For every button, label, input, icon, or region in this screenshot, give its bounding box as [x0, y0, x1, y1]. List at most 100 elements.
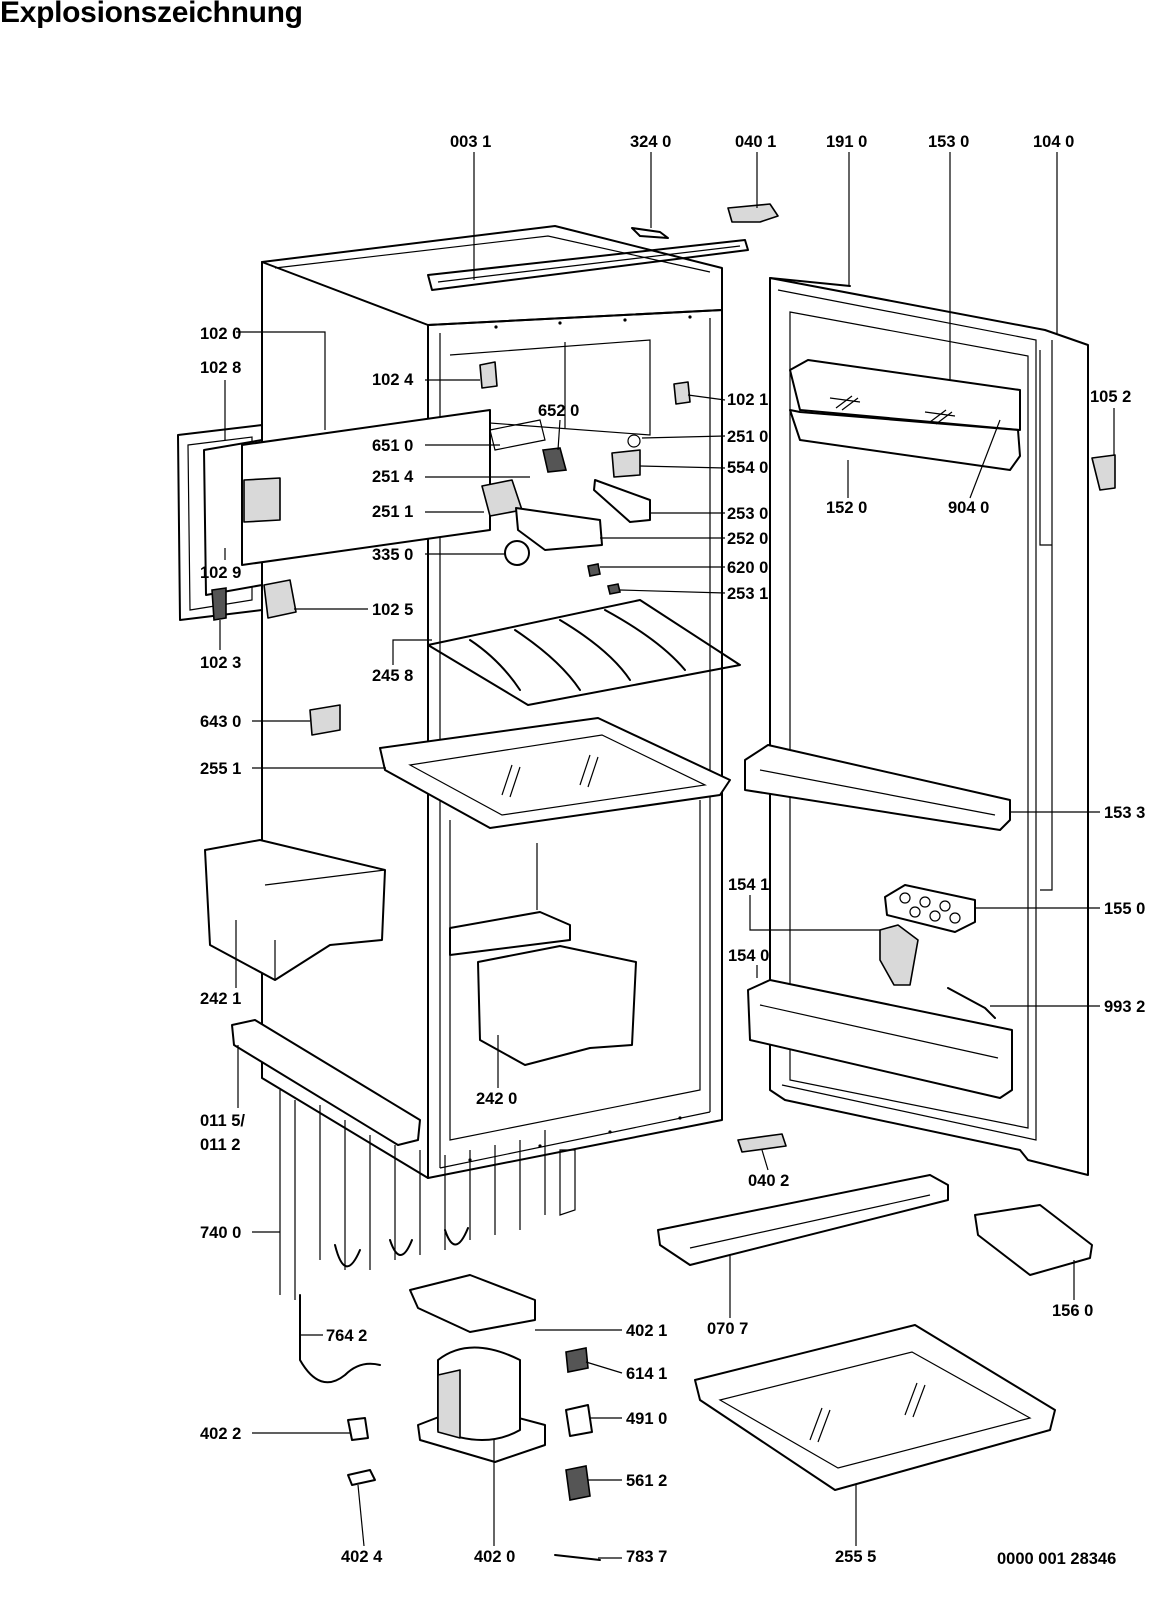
label-255-5: 255 5 — [835, 1548, 876, 1566]
label-155-0: 155 0 — [1104, 900, 1145, 918]
label-105-2: 105 2 — [1090, 388, 1131, 406]
label-324-0: 324 0 — [630, 133, 671, 151]
label-104-0: 104 0 — [1033, 133, 1074, 151]
knob-335-0 — [504, 540, 530, 566]
glass-shelf-255-1 — [379, 717, 731, 829]
label-402-4: 402 4 — [341, 1548, 383, 1566]
label-993-2: 993 2 — [1104, 998, 1145, 1016]
label-242-0: 242 0 — [476, 1090, 517, 1108]
label-251-0: 251 0 — [727, 428, 768, 446]
part-643-0 — [309, 704, 341, 736]
leader-lines — [219, 152, 1115, 1559]
part-554-0 — [611, 449, 641, 478]
part-651-0 — [489, 419, 546, 451]
label-904-0: 904 0 — [948, 499, 989, 517]
label-102-8: 102 8 — [200, 359, 241, 377]
label-102-0: 102 0 — [200, 325, 241, 343]
ice-tray-156-0 — [974, 1204, 1093, 1276]
part-labels: 003 1 324 0 040 1 191 0 153 0 104 0 102 … — [200, 133, 1145, 1568]
label-152-0: 152 0 — [826, 499, 867, 517]
part-402-4 — [347, 1469, 376, 1486]
label-620-0: 620 0 — [727, 559, 768, 577]
label-652-0: 652 0 — [538, 402, 579, 420]
label-764-2: 764 2 — [326, 1327, 367, 1345]
label-102-4: 102 4 — [372, 371, 414, 389]
part-993-2 — [947, 987, 996, 1019]
label-242-1: 242 1 — [200, 990, 241, 1008]
capillary-764-2 — [299, 1294, 381, 1384]
part-620-0 — [587, 563, 601, 577]
hinge-top — [727, 203, 779, 223]
label-011-5: 011 5/ — [200, 1112, 245, 1130]
label-614-1: 614 1 — [626, 1365, 667, 1383]
drawer-242-0 — [449, 911, 637, 1066]
label-102-3: 102 3 — [200, 654, 241, 672]
label-102-1: 102 1 — [727, 391, 768, 409]
label-102-9: 102 9 — [200, 564, 241, 582]
compressor-402-0 — [417, 1346, 546, 1463]
part-102-4 — [479, 361, 498, 389]
label-251-4: 251 4 — [372, 468, 414, 486]
label-003-1: 003 1 — [450, 133, 491, 151]
part-253-1 — [607, 583, 621, 595]
label-253-1: 253 1 — [727, 585, 768, 603]
condenser-740-0 — [279, 1090, 576, 1300]
label-252-0: 252 0 — [727, 530, 768, 548]
label-245-8: 245 8 — [372, 667, 413, 685]
part-561-2 — [565, 1465, 591, 1501]
drawing-number: 0000 001 28346 — [997, 1550, 1116, 1568]
label-011-2: 011 2 — [200, 1136, 240, 1154]
label-554-0: 554 0 — [727, 459, 768, 477]
label-783-7: 783 7 — [626, 1548, 667, 1566]
hinge-bottom — [737, 1133, 787, 1153]
label-154-1: 154 1 — [728, 876, 769, 894]
door — [769, 277, 1089, 1176]
ventilation-grille-070-7 — [657, 1174, 949, 1266]
label-402-0: 402 0 — [474, 1548, 515, 1566]
label-102-5: 102 5 — [372, 601, 413, 619]
label-491-0: 491 0 — [626, 1410, 667, 1428]
door-shelf-top — [789, 359, 1021, 471]
egg-tray — [884, 884, 976, 933]
evaporator-245-8 — [427, 599, 741, 706]
shelf-holder-154-1 — [879, 924, 919, 986]
part-102-1 — [673, 381, 691, 405]
label-740-0: 740 0 — [200, 1224, 241, 1242]
label-255-1: 255 1 — [200, 760, 241, 778]
label-154-0: 154 0 — [728, 947, 769, 965]
part-783-7 — [554, 1554, 601, 1561]
part-652-0 — [542, 447, 568, 473]
door-shelf-middle — [744, 744, 1011, 831]
drawer-242-1 — [204, 839, 386, 981]
part-102-3 — [211, 587, 227, 621]
label-561-2: 561 2 — [626, 1472, 667, 1490]
label-402-1: 402 1 — [626, 1322, 667, 1340]
top-cover-strip — [427, 239, 749, 291]
part-614-1 — [565, 1347, 589, 1373]
cabinet-body — [261, 225, 723, 1179]
label-251-1: 251 1 — [372, 503, 413, 521]
label-191-0: 191 0 — [826, 133, 867, 151]
label-070-7: 070 7 — [707, 1320, 748, 1338]
label-040-2: 040 2 — [748, 1172, 789, 1190]
label-153-0: 153 0 — [928, 133, 969, 151]
glass-shelf-255-5 — [694, 1324, 1056, 1491]
label-643-0: 643 0 — [200, 713, 241, 731]
part-253-0 — [593, 479, 651, 523]
label-153-3: 153 3 — [1104, 804, 1145, 822]
label-040-1: 040 1 — [735, 133, 776, 151]
page-title: Explosionszeichnung — [0, 0, 303, 29]
label-335-0: 335 0 — [372, 546, 413, 564]
part-402-2 — [347, 1417, 369, 1441]
label-156-0: 156 0 — [1052, 1302, 1093, 1320]
label-651-0: 651 0 — [372, 437, 413, 455]
clip-324 — [631, 227, 669, 239]
part-252-0 — [515, 507, 603, 551]
part-491-0 — [565, 1404, 593, 1437]
control-panel-102-0 — [203, 409, 491, 596]
holder-102-5 — [263, 579, 297, 619]
hinge-right — [1091, 454, 1116, 491]
bottom-rail-011-5 — [231, 1019, 421, 1146]
door-shelf-lower — [747, 979, 1013, 1099]
